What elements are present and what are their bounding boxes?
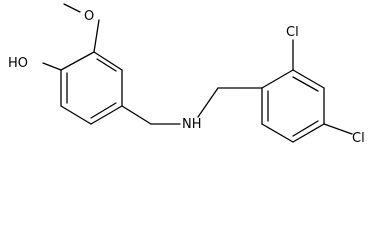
aryl-ring-bond: [261, 69, 294, 89]
hydroxyl-label: HO: [8, 56, 28, 71]
phenol-ring: [60, 51, 123, 125]
phenol-ring-bond: [60, 51, 95, 71]
bond-n-ch2: [197, 87, 219, 118]
phenol-ring-bond: [93, 51, 123, 71]
aryl-ring-bond: [261, 123, 294, 143]
structure-diagram: O HO NH Cl Cl: [8, 3, 365, 146]
aryl-ring-bond: [292, 69, 325, 89]
bond-oxygen-ring: [93, 19, 100, 53]
aryl-double-bond: [292, 120, 319, 137]
molecule-drawing: O HO NH Cl Cl: [8, 3, 365, 146]
phenol-ring-bond: [90, 105, 123, 125]
bond-methyl-oxygen: [63, 3, 81, 13]
chlorine-2-label: Cl: [286, 25, 299, 40]
bond-hydroxyl: [42, 62, 62, 71]
aryl-ring-bond: [292, 123, 325, 143]
phenol-ring-bond: [60, 105, 92, 125]
aryl-double-bond: [292, 76, 319, 92]
bond-cl-4: [323, 123, 353, 135]
phenol-double-bond: [90, 102, 117, 119]
chlorine-4-label: Cl: [352, 131, 365, 146]
amine-label: NH: [182, 117, 202, 132]
dichlorophenyl-ring: [261, 69, 325, 143]
bond-ring-ch2: [121, 105, 152, 125]
methoxy-oxygen-label: O: [84, 9, 94, 24]
phenol-double-bond: [96, 58, 117, 72]
